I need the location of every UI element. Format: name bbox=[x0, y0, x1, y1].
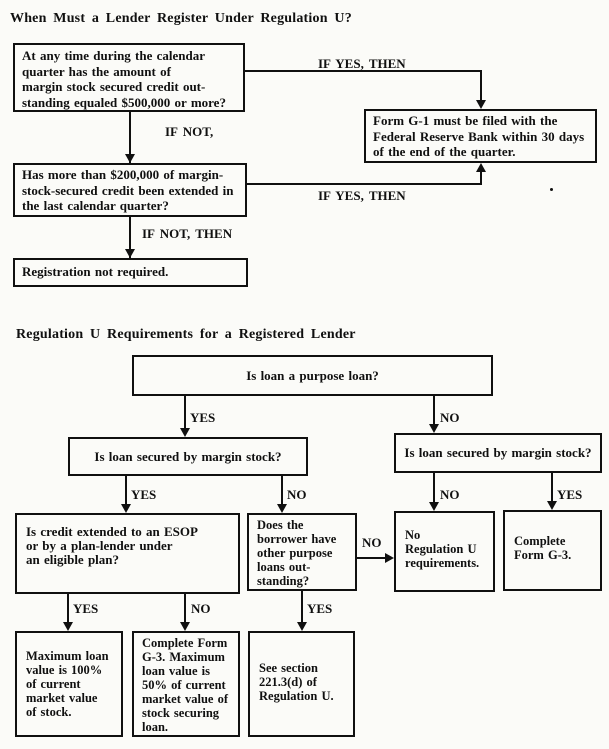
arrowhead-down-icon bbox=[476, 100, 486, 109]
node-credit-200k-question: Has more than $200,000 of margin- stock-… bbox=[13, 163, 247, 217]
edge-purpose-no bbox=[433, 396, 435, 429]
edge-marginright-no bbox=[433, 473, 435, 507]
arrowhead-down-icon bbox=[180, 622, 190, 631]
edge-label-no: NO bbox=[362, 535, 382, 550]
section1-title: When Must a Lender Register Under Regula… bbox=[10, 11, 352, 26]
edge-200k-yes-vertical bbox=[480, 165, 482, 185]
arrowhead-right-icon bbox=[385, 553, 394, 563]
edge-label-yes: YES bbox=[557, 487, 583, 502]
edge-label-no: NO bbox=[440, 410, 460, 425]
node-see-section-221-3d: See section 221.3(d) of Regulation U. bbox=[248, 631, 355, 737]
edge-label-yes: YES bbox=[131, 487, 157, 502]
edge-label-yes: YES bbox=[190, 410, 216, 425]
arrowhead-down-icon bbox=[63, 622, 73, 631]
edge-500k-yes-horizontal bbox=[245, 70, 482, 72]
edge-label-yes: YES bbox=[307, 601, 333, 616]
edge-label-no: NO bbox=[287, 487, 307, 502]
edge-otherloans-yes bbox=[301, 591, 303, 627]
edge-otherloans-no bbox=[357, 557, 388, 559]
stray-period-mark: . bbox=[550, 188, 553, 191]
arrowhead-down-icon bbox=[125, 249, 135, 258]
edge-500k-ifnot-vertical bbox=[129, 112, 131, 163]
arrowhead-up-icon bbox=[476, 163, 486, 172]
edge-marginleft-no bbox=[281, 476, 283, 509]
edge-esop-yes bbox=[67, 594, 69, 627]
node-esop-question: Is credit extended to an ESOP or by a pl… bbox=[15, 513, 240, 594]
arrowhead-down-icon bbox=[547, 501, 557, 510]
node-margin-stock-question-right: Is loan secured by margin stock? bbox=[394, 433, 602, 473]
edge-label-no: NO bbox=[440, 487, 460, 502]
arrowhead-down-icon bbox=[180, 428, 190, 437]
node-max-loan-100pct: Maximum loan value is 100% of current ma… bbox=[15, 631, 123, 737]
edge-label-no: NO bbox=[191, 601, 211, 616]
edge-label-yes: YES bbox=[73, 601, 99, 616]
edge-label-if-not: IF NOT, bbox=[165, 124, 214, 139]
edge-200k-yes-horizontal bbox=[247, 183, 482, 185]
arrowhead-down-icon bbox=[297, 622, 307, 631]
arrowhead-down-icon bbox=[125, 154, 135, 163]
arrowhead-down-icon bbox=[277, 504, 287, 513]
node-no-regulation-u-requirements: No Regulation U requirements. bbox=[394, 511, 495, 592]
edge-label-if-not-then: IF NOT, THEN bbox=[142, 226, 233, 241]
node-registration-not-required: Registration not required. bbox=[13, 258, 248, 287]
edge-marginleft-yes bbox=[125, 476, 127, 509]
arrowhead-down-icon bbox=[429, 424, 439, 433]
edge-200k-ifnot-vertical bbox=[129, 217, 131, 258]
arrowhead-down-icon bbox=[429, 502, 439, 511]
edge-500k-yes-vertical bbox=[480, 70, 482, 101]
node-other-purpose-loans-question: Does the borrower have other purpose loa… bbox=[247, 513, 357, 591]
edge-esop-no bbox=[184, 594, 186, 627]
edge-marginright-yes bbox=[551, 473, 553, 506]
node-purpose-loan-question: Is loan a purpose loan? bbox=[132, 355, 493, 396]
edge-label-if-yes-then-bottom: IF YES, THEN bbox=[318, 188, 406, 203]
node-form-g1-filing: Form G-1 must be filed with the Federal … bbox=[364, 109, 597, 163]
edge-label-if-yes-then-top: IF YES, THEN bbox=[318, 56, 406, 71]
node-credit-500k-question: At any time during the calendar quarter … bbox=[13, 43, 245, 112]
arrowhead-down-icon bbox=[121, 504, 131, 513]
node-margin-stock-question-left: Is loan secured by margin stock? bbox=[68, 437, 308, 476]
node-complete-g3-max-50pct: Complete Form G-3. Maximum loan value is… bbox=[132, 631, 240, 737]
node-complete-form-g3: Complete Form G-3. bbox=[503, 510, 602, 591]
edge-purpose-yes bbox=[184, 396, 186, 433]
section2-title: Regulation U Requirements for a Register… bbox=[16, 327, 356, 342]
